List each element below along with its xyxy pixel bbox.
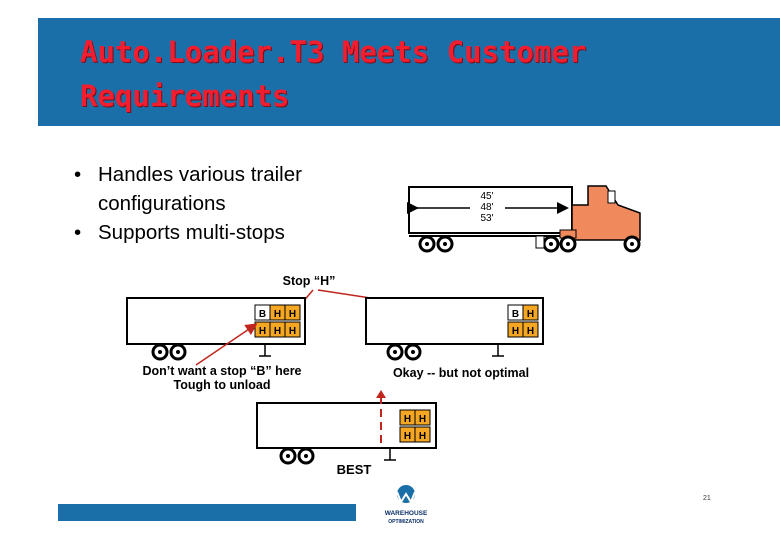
- pallet-h: H: [289, 326, 296, 337]
- page-number: 21: [703, 495, 711, 502]
- pallet-h: H: [404, 414, 411, 425]
- pallet-b: B: [512, 309, 519, 320]
- logo-line2: OPTIMIZATION: [388, 519, 424, 525]
- pallet-h: H: [527, 326, 534, 337]
- okay-label: Okay -- but not optimal: [393, 366, 529, 380]
- pallet-h: H: [404, 431, 411, 442]
- header-band: [38, 18, 780, 126]
- pallet-h: H: [527, 309, 534, 320]
- length-label: 45': [480, 191, 493, 202]
- bullet-item: Handles various trailer configurations: [74, 160, 374, 218]
- bullet-list: Handles various trailer configurations S…: [74, 160, 374, 247]
- truck-wheels: [418, 235, 641, 253]
- logo-line1: WAREHOUSE: [385, 510, 428, 517]
- best-label: BEST: [337, 462, 372, 477]
- slide-title: Auto.Loader.T3 Meets Customer Requiremen…: [80, 30, 720, 118]
- truck-cab: [571, 185, 641, 241]
- trailer-best: H H H H: [256, 390, 437, 465]
- pallet-h: H: [419, 414, 426, 425]
- pallet-h: H: [419, 431, 426, 442]
- stop-h-label: Stop “H”: [283, 274, 336, 288]
- pallet-h: H: [274, 309, 281, 320]
- bullet-item: Supports multi-stops: [74, 218, 374, 247]
- bad-label-line1: Don’t want a stop “B” here: [142, 364, 301, 378]
- stop-b-arrow: [195, 323, 258, 366]
- pallet-h: H: [289, 309, 296, 320]
- trailer-okay: B H H H: [365, 297, 544, 361]
- bad-label-line2: Tough to unload: [174, 378, 271, 392]
- pallet-h: H: [274, 326, 281, 337]
- pallet-h: H: [512, 326, 519, 337]
- length-label: 48': [480, 202, 493, 213]
- length-label: 53': [480, 213, 493, 224]
- warehouse-logo: WAREHOUSE OPTIMIZATION: [385, 485, 428, 525]
- truck-illustration: 45' 48' 53': [407, 185, 641, 253]
- title-line-2: Requirements: [80, 79, 290, 113]
- title-line-1: Auto.Loader.T3 Meets Customer: [80, 35, 587, 69]
- pallet-h: H: [259, 326, 266, 337]
- pallet-b: B: [259, 309, 266, 320]
- footer-bar: [58, 504, 356, 521]
- trailer-bad: B H H H H H: [126, 297, 306, 361]
